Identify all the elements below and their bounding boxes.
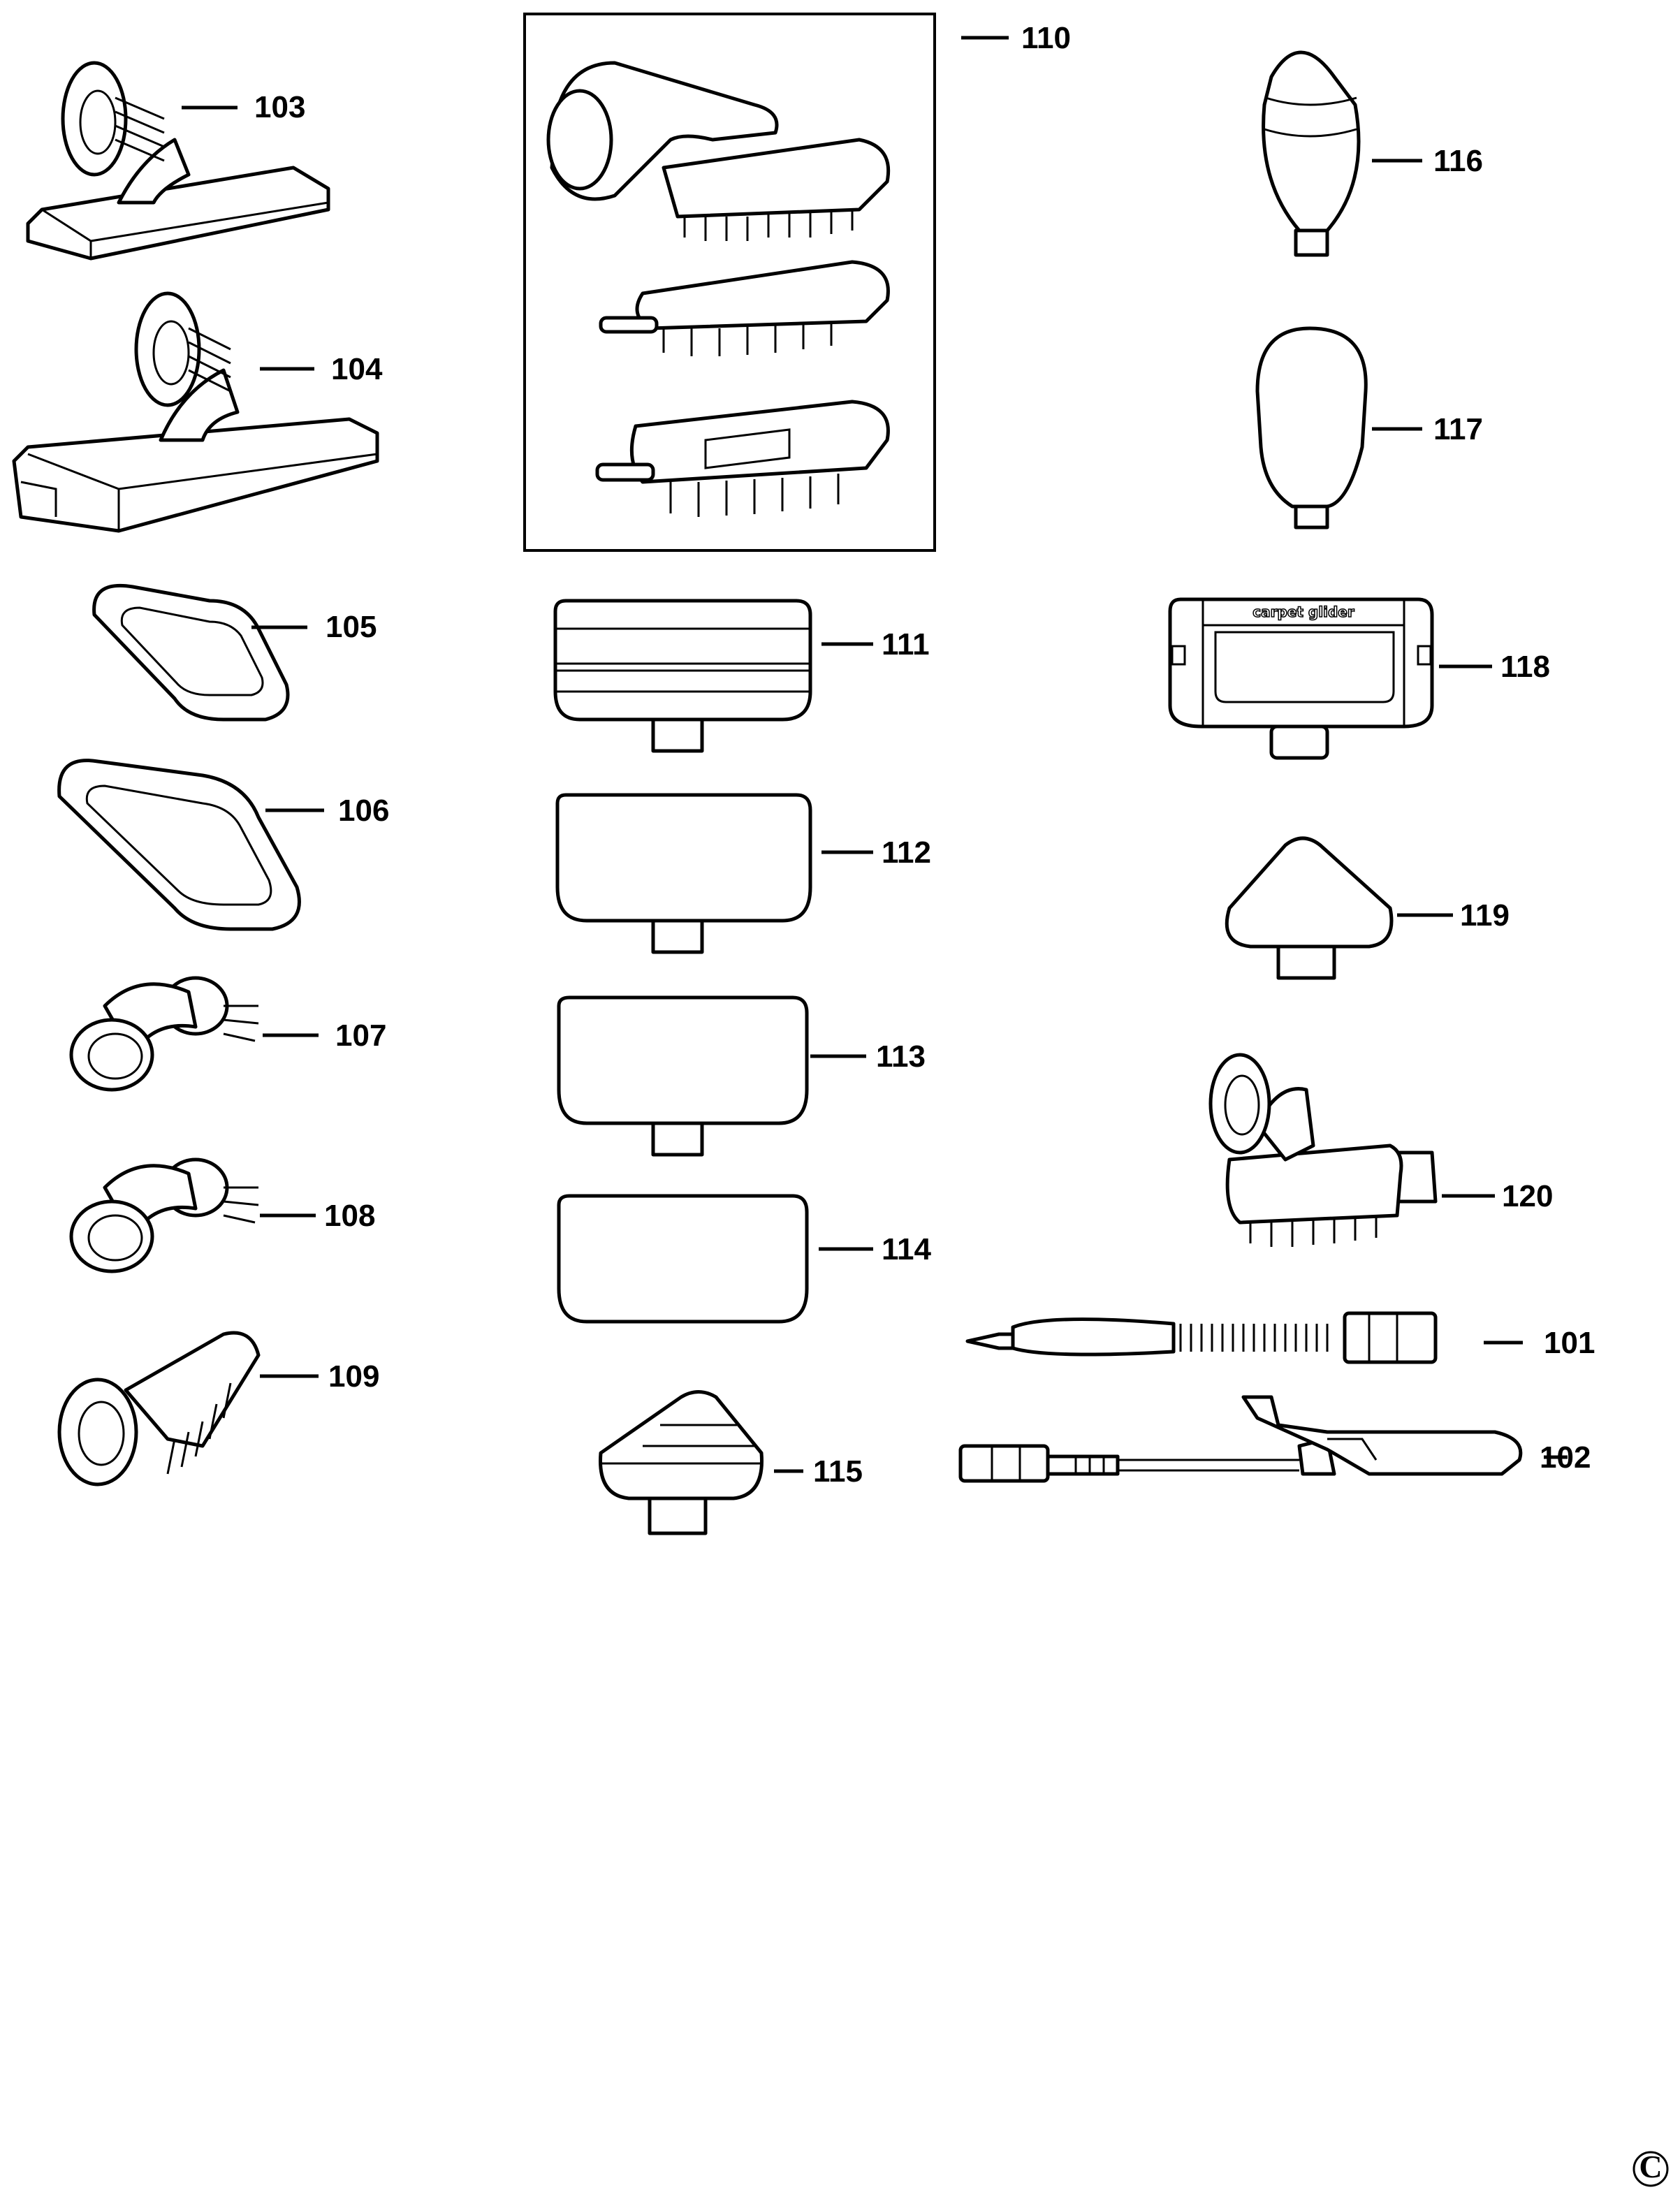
- part-105-microfibre-pad: [92, 583, 290, 722]
- part-119-triangular-cloth-holder: [1225, 836, 1394, 980]
- part-107-round-brush: [69, 976, 259, 1092]
- part-label-115: 115: [813, 1454, 863, 1489]
- part-110-multi-tool: [546, 61, 891, 517]
- part-label-101: 101: [1544, 1326, 1595, 1360]
- carpet-glider-brand-text: carpet glider: [1252, 604, 1354, 620]
- part-label-107: 107: [335, 1018, 386, 1053]
- part-101-extension-tube: [965, 1311, 1438, 1364]
- part-108-round-brush: [69, 1157, 259, 1273]
- part-114-cloth-holder: [557, 1194, 809, 1324]
- part-117-bottle-nozzle: [1255, 326, 1368, 529]
- part-118-carpet-glider: carpet glider: [1168, 597, 1434, 760]
- part-116-bottle-nozzle: [1262, 50, 1361, 257]
- part-label-117: 117: [1433, 412, 1483, 446]
- part-label-106: 106: [338, 794, 389, 828]
- copyright-symbol: C: [1639, 2149, 1662, 2184]
- part-label-105: 105: [326, 610, 377, 644]
- part-label-102: 102: [1540, 1440, 1591, 1475]
- part-label-114: 114: [882, 1232, 932, 1266]
- part-label-119: 119: [1460, 898, 1510, 933]
- part-label-118: 118: [1500, 650, 1550, 684]
- part-113-cloth-holder: [557, 995, 809, 1157]
- part-label-112: 112: [882, 835, 931, 870]
- part-label-116: 116: [1433, 144, 1483, 178]
- part-106-microfibre-pad: [57, 759, 301, 931]
- part-115-triangular-nozzle: [599, 1390, 764, 1535]
- part-110-group-frame: [523, 13, 936, 552]
- part-103-window-squeegee: [26, 61, 330, 261]
- part-102-trigger-handle: [958, 1395, 1523, 1483]
- part-109-angled-brush: [57, 1331, 261, 1486]
- part-111-cloth-holder: [553, 599, 812, 753]
- part-label-110: 110: [1021, 21, 1071, 55]
- part-label-108: 108: [324, 1199, 375, 1233]
- part-104-floor-squeegee: [12, 291, 379, 533]
- part-label-113: 113: [876, 1039, 926, 1074]
- part-112-cloth-holder: [555, 793, 812, 954]
- part-label-109: 109: [328, 1359, 379, 1394]
- part-label-111: 111: [882, 627, 930, 662]
- part-label-103: 103: [254, 90, 305, 124]
- part-label-104: 104: [331, 352, 383, 386]
- part-120-scrub-brush: [1208, 1053, 1438, 1247]
- copyright-circle: [1632, 2151, 1669, 2187]
- part-label-120: 120: [1502, 1179, 1553, 1213]
